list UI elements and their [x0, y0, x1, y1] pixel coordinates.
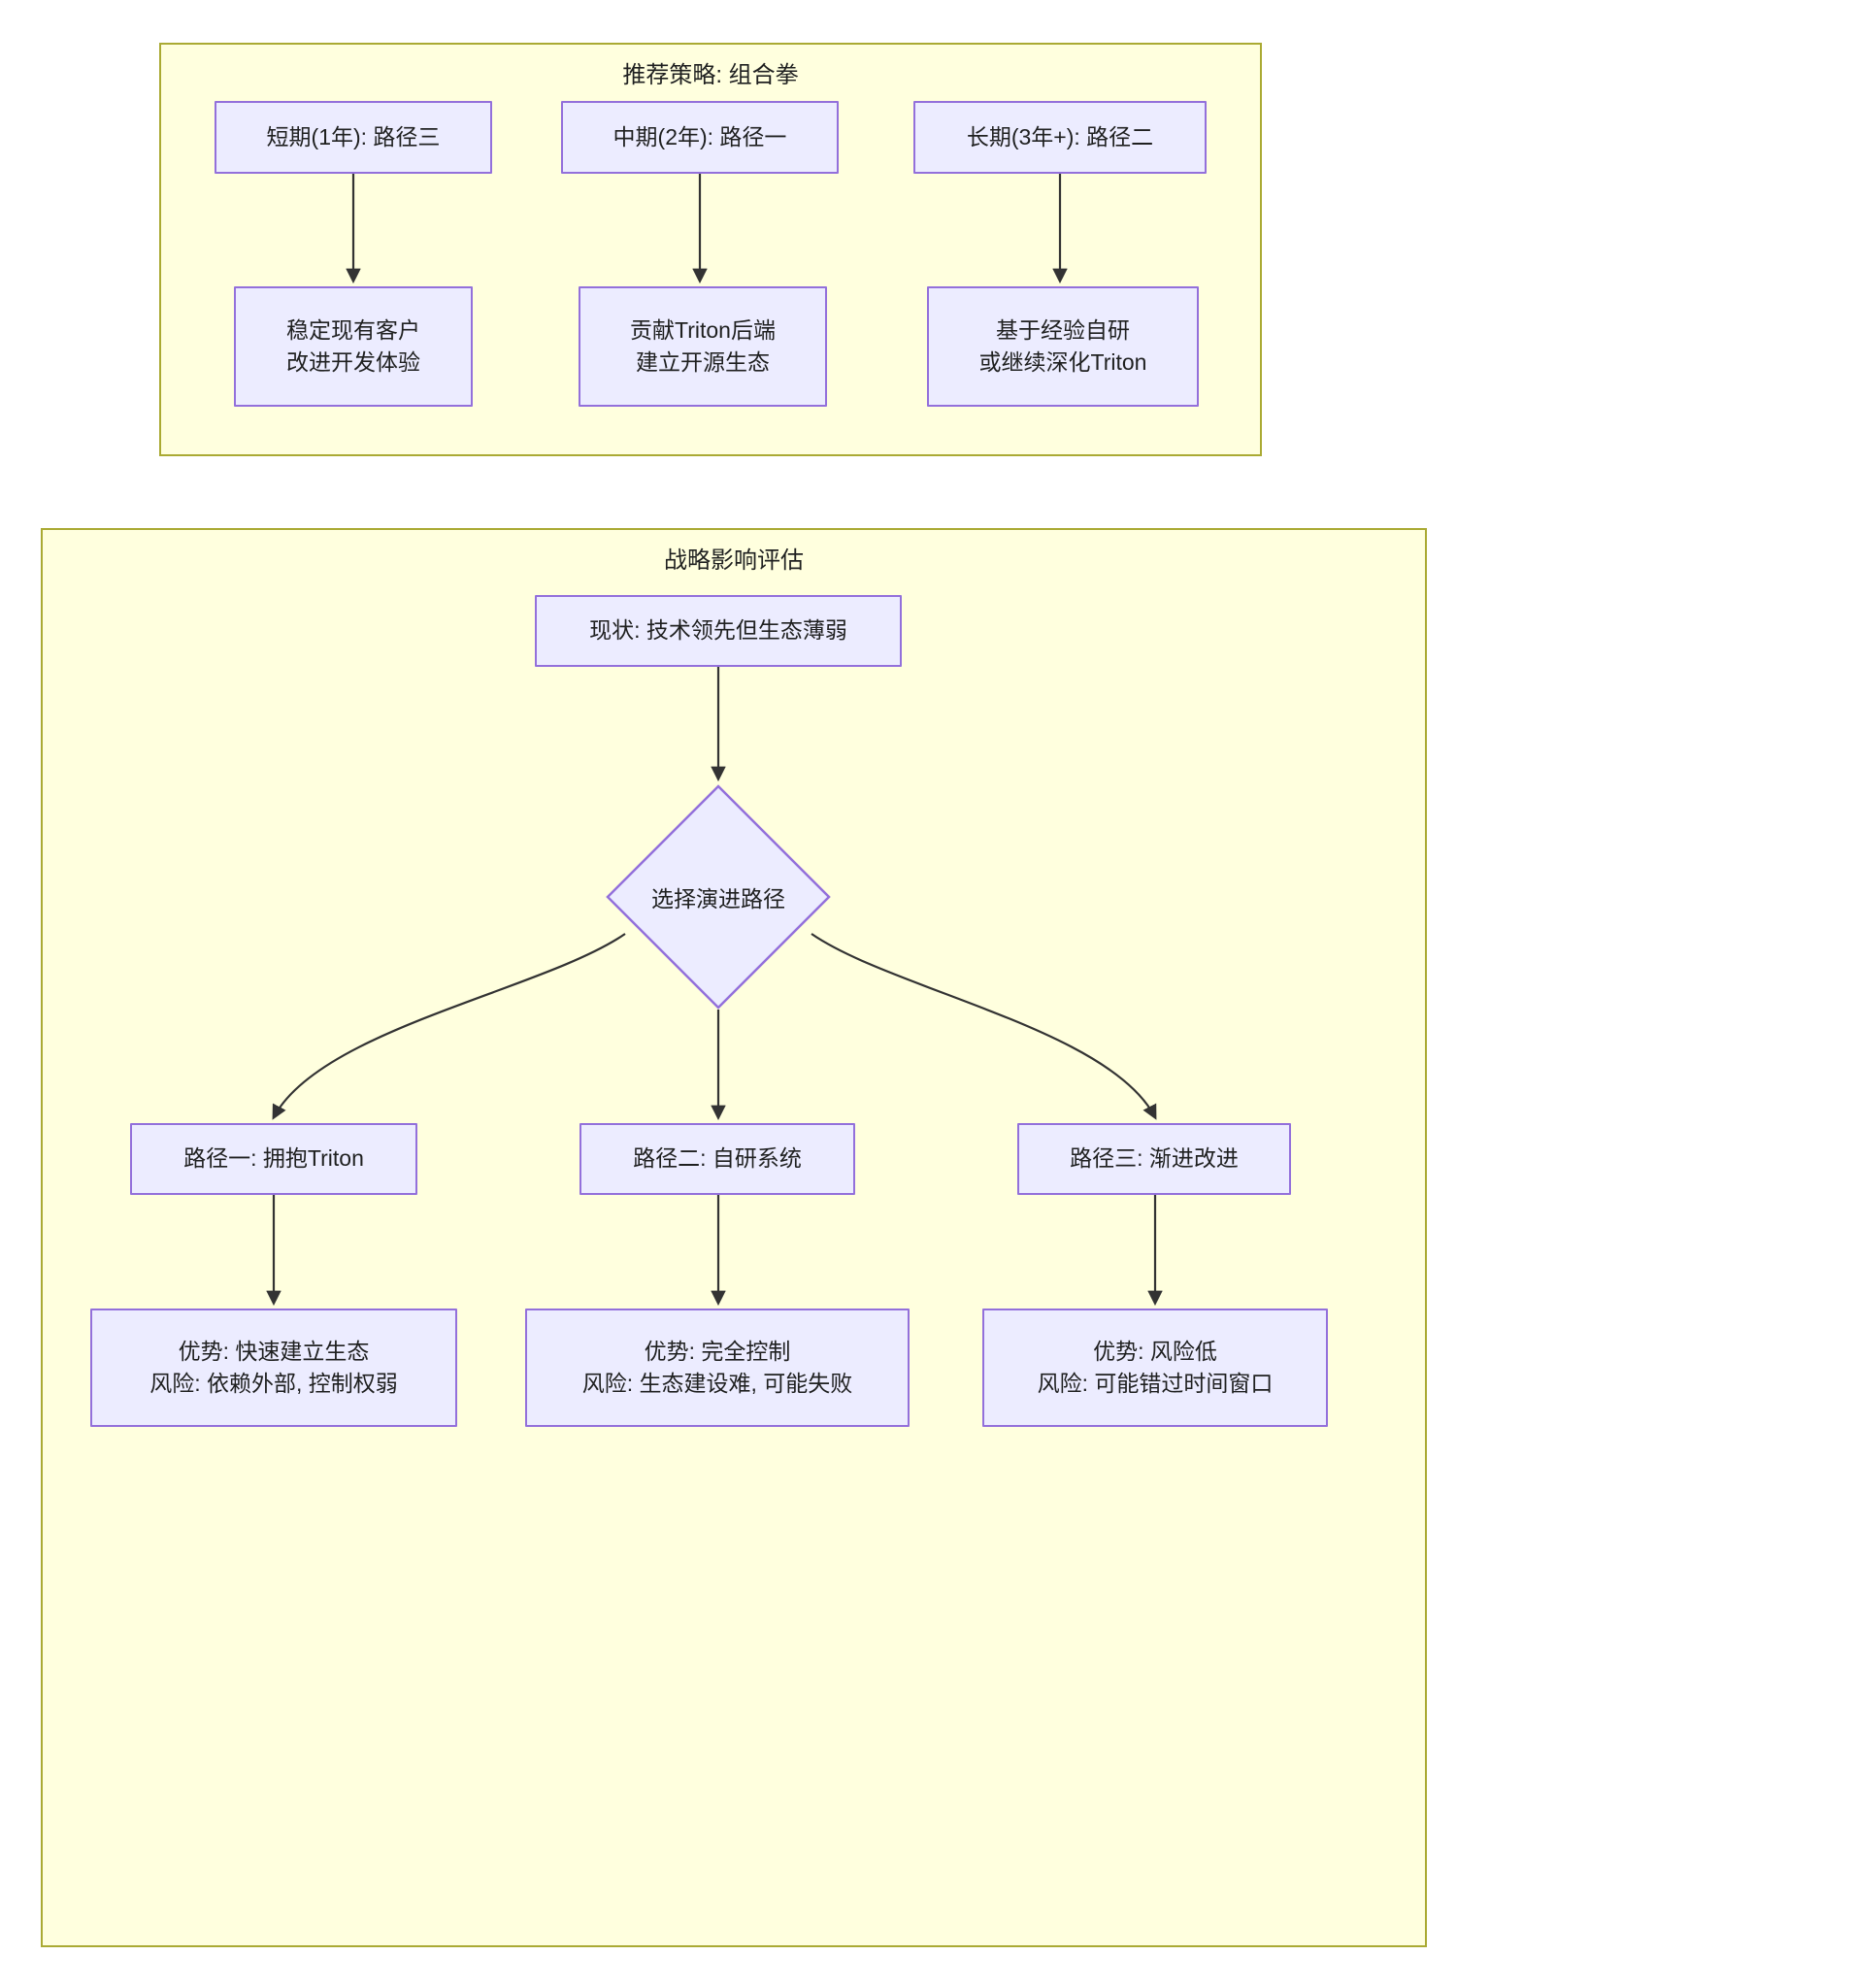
panel-impact-title: 战略影响评估	[664, 547, 804, 574]
node-decision[interactable]: 选择演进路径	[606, 784, 831, 1010]
node-long-term-action[interactable]: 基于经验自研 或继续深化Triton	[927, 286, 1199, 407]
node-path-one[interactable]: 路径一: 拥抱Triton	[130, 1123, 417, 1195]
node-path-three[interactable]: 路径三: 渐进改进	[1017, 1123, 1291, 1195]
node-path-two[interactable]: 路径二: 自研系统	[579, 1123, 855, 1195]
node-path-two-outcome[interactable]: 优势: 完全控制 风险: 生态建设难, 可能失败	[525, 1309, 910, 1427]
node-decision-label: 选择演进路径	[651, 886, 785, 911]
panel-impact: 战略影响评估	[41, 528, 1427, 1947]
node-long-term[interactable]: 长期(3年+): 路径二	[913, 101, 1207, 174]
node-current-state[interactable]: 现状: 技术领先但生态薄弱	[535, 595, 902, 667]
node-mid-term-action[interactable]: 贡献Triton后端 建立开源生态	[579, 286, 827, 407]
node-mid-term[interactable]: 中期(2年): 路径一	[561, 101, 839, 174]
panel-strategy-title: 推荐策略: 组合拳	[622, 62, 799, 88]
node-short-term-action[interactable]: 稳定现有客户 改进开发体验	[234, 286, 473, 407]
node-short-term[interactable]: 短期(1年): 路径三	[215, 101, 492, 174]
node-path-one-outcome[interactable]: 优势: 快速建立生态 风险: 依赖外部, 控制权弱	[90, 1309, 457, 1427]
diamond-shape	[606, 784, 831, 1010]
node-path-three-outcome[interactable]: 优势: 风险低 风险: 可能错过时间窗口	[982, 1309, 1328, 1427]
